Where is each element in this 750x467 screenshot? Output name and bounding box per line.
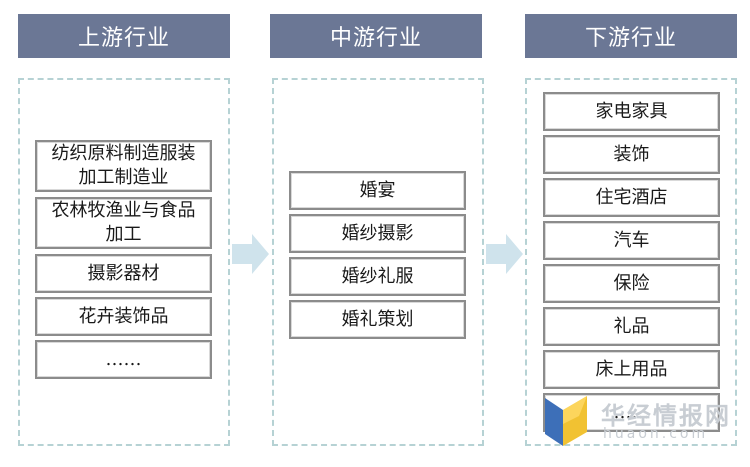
huajing-logo-icon	[545, 396, 587, 446]
downstream-item-housing-hotel: 住宅酒店	[543, 178, 720, 217]
upstream-panel	[18, 78, 230, 446]
watermark: 华经情报网 huaon.com	[543, 394, 743, 450]
downstream-panel	[525, 78, 737, 446]
watermark-name: 华经情报网	[601, 402, 731, 430]
upstream-item-textile: 纺织原料制造服装加工制造业	[35, 140, 212, 192]
upstream-item-agriculture-food: 农林牧渔业与食品加工	[35, 197, 212, 249]
upstream-item-photo-equipment: 摄影器材	[35, 254, 212, 293]
midstream-item-wedding-banquet: 婚宴	[289, 171, 466, 210]
midstream-item-wedding-photography: 婚纱摄影	[289, 214, 466, 253]
midstream-header: 中游行业	[270, 14, 482, 58]
watermark-domain: huaon.com	[603, 426, 709, 442]
downstream-item-appliances-furniture: 家电家具	[543, 92, 720, 131]
downstream-item-gifts: 礼品	[543, 307, 720, 346]
downstream-item-automobile: 汽车	[543, 221, 720, 260]
downstream-item-bedding: 床上用品	[543, 350, 720, 389]
flow-arrow-icon	[486, 234, 523, 274]
midstream-panel	[272, 78, 484, 446]
upstream-item-flowers-decor: 花卉装饰品	[35, 297, 212, 336]
upstream-header: 上游行业	[18, 14, 230, 58]
downstream-item-insurance: 保险	[543, 264, 720, 303]
downstream-header: 下游行业	[525, 14, 737, 58]
midstream-item-wedding-dress: 婚纱礼服	[289, 257, 466, 296]
downstream-item-decoration: 装饰	[543, 135, 720, 174]
flow-arrow-icon	[232, 234, 269, 274]
upstream-item-more: ……	[35, 340, 212, 379]
midstream-item-wedding-planning: 婚礼策划	[289, 300, 466, 339]
